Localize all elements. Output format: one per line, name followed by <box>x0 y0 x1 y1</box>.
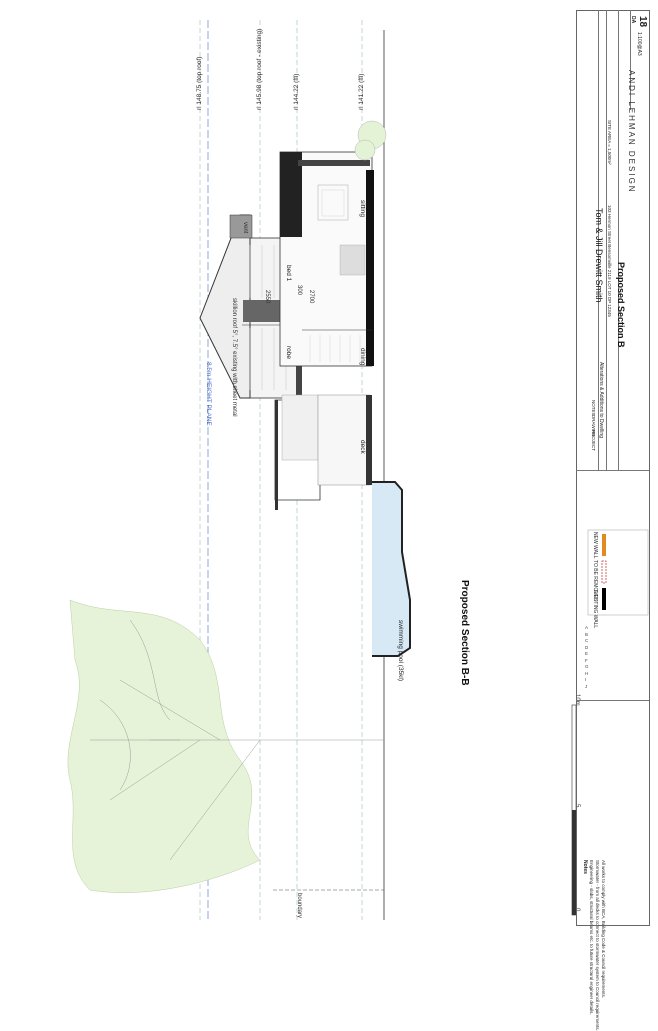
tree-large <box>67 599 384 893</box>
legend-box <box>587 529 649 616</box>
legend-removed-swatch <box>601 560 607 584</box>
deck-post <box>275 400 278 510</box>
roof-note: skillion roof 5°, 7.5° existing with she… <box>231 298 237 417</box>
room-sitting: sitting <box>359 200 366 217</box>
sheet-number: 18 <box>637 16 648 28</box>
level-label: rl 144.22 (ffl) <box>293 73 300 110</box>
revision-row: G <box>585 664 589 669</box>
level-label: rl 141.22 (ffl) <box>358 73 365 110</box>
title-block <box>576 10 650 926</box>
scale-text: 1:100@A3 <box>636 32 642 56</box>
existing-wall-top <box>280 152 302 237</box>
revision-row: C <box>585 638 589 643</box>
revision-row: F <box>585 657 588 663</box>
section-title: Proposed Section B-B <box>459 580 470 686</box>
dimension: 2700 <box>308 290 314 304</box>
section-drawing <box>67 20 649 920</box>
room-pool: swimming pool (35kl) <box>397 620 404 682</box>
existing-wall-right <box>366 170 374 366</box>
revision-row: I <box>585 677 587 682</box>
notes-label: NOTES <box>591 400 596 416</box>
drawing-label: DRAWING <box>591 415 596 437</box>
height-plane-label: 8.5m HEIGHT PLANE <box>205 362 212 426</box>
legend-existing-swatch <box>602 588 606 610</box>
boundary-label: boundary <box>296 893 302 919</box>
drawing-name: Proposed Section B <box>616 262 626 348</box>
site-area: SITE AREA = 1,500m² <box>607 120 612 165</box>
drawing-sheet: rl 148.75 (top roof) rl 145.98 (top roof… <box>67 10 650 1031</box>
room-dining: dining <box>359 348 366 366</box>
revision-row: B <box>585 631 589 637</box>
legend-new-swatch <box>602 534 606 556</box>
client-name: Tom & Jill Drewitt Smith <box>594 208 604 303</box>
firm-name: ANDI LEHMAN DESIGN <box>627 70 636 194</box>
room-bed1: bed 1 <box>285 265 292 282</box>
room-robe: robe <box>285 346 292 360</box>
revision-row: A <box>585 625 589 630</box>
deck-floor <box>317 394 371 486</box>
swimming-pool <box>372 481 411 657</box>
room-vent: vent <box>242 222 248 234</box>
roof-skillion <box>229 214 253 239</box>
floor-slab-main <box>298 160 370 166</box>
level-label: rl 145.98 (top roof - existing) <box>256 28 263 110</box>
room-deck: deck <box>359 440 366 454</box>
revision-row: J <box>585 683 588 689</box>
revision-row: H <box>585 670 589 676</box>
dimension: 2550 <box>264 290 270 304</box>
revision-row: E <box>585 651 589 656</box>
revision-row: D <box>585 644 589 650</box>
client-address: 103 Hermon Street Bensomville 2119 LOT 1… <box>607 205 612 317</box>
drawing-number: DA <box>630 16 636 24</box>
level-label: rl 148.75 (top roof) <box>196 56 203 110</box>
dimension: 300 <box>296 285 302 296</box>
project-name: Alterations & Additions to Dwelling <box>598 362 604 438</box>
revisions-list: A B C D E F G H I J <box>585 625 595 695</box>
